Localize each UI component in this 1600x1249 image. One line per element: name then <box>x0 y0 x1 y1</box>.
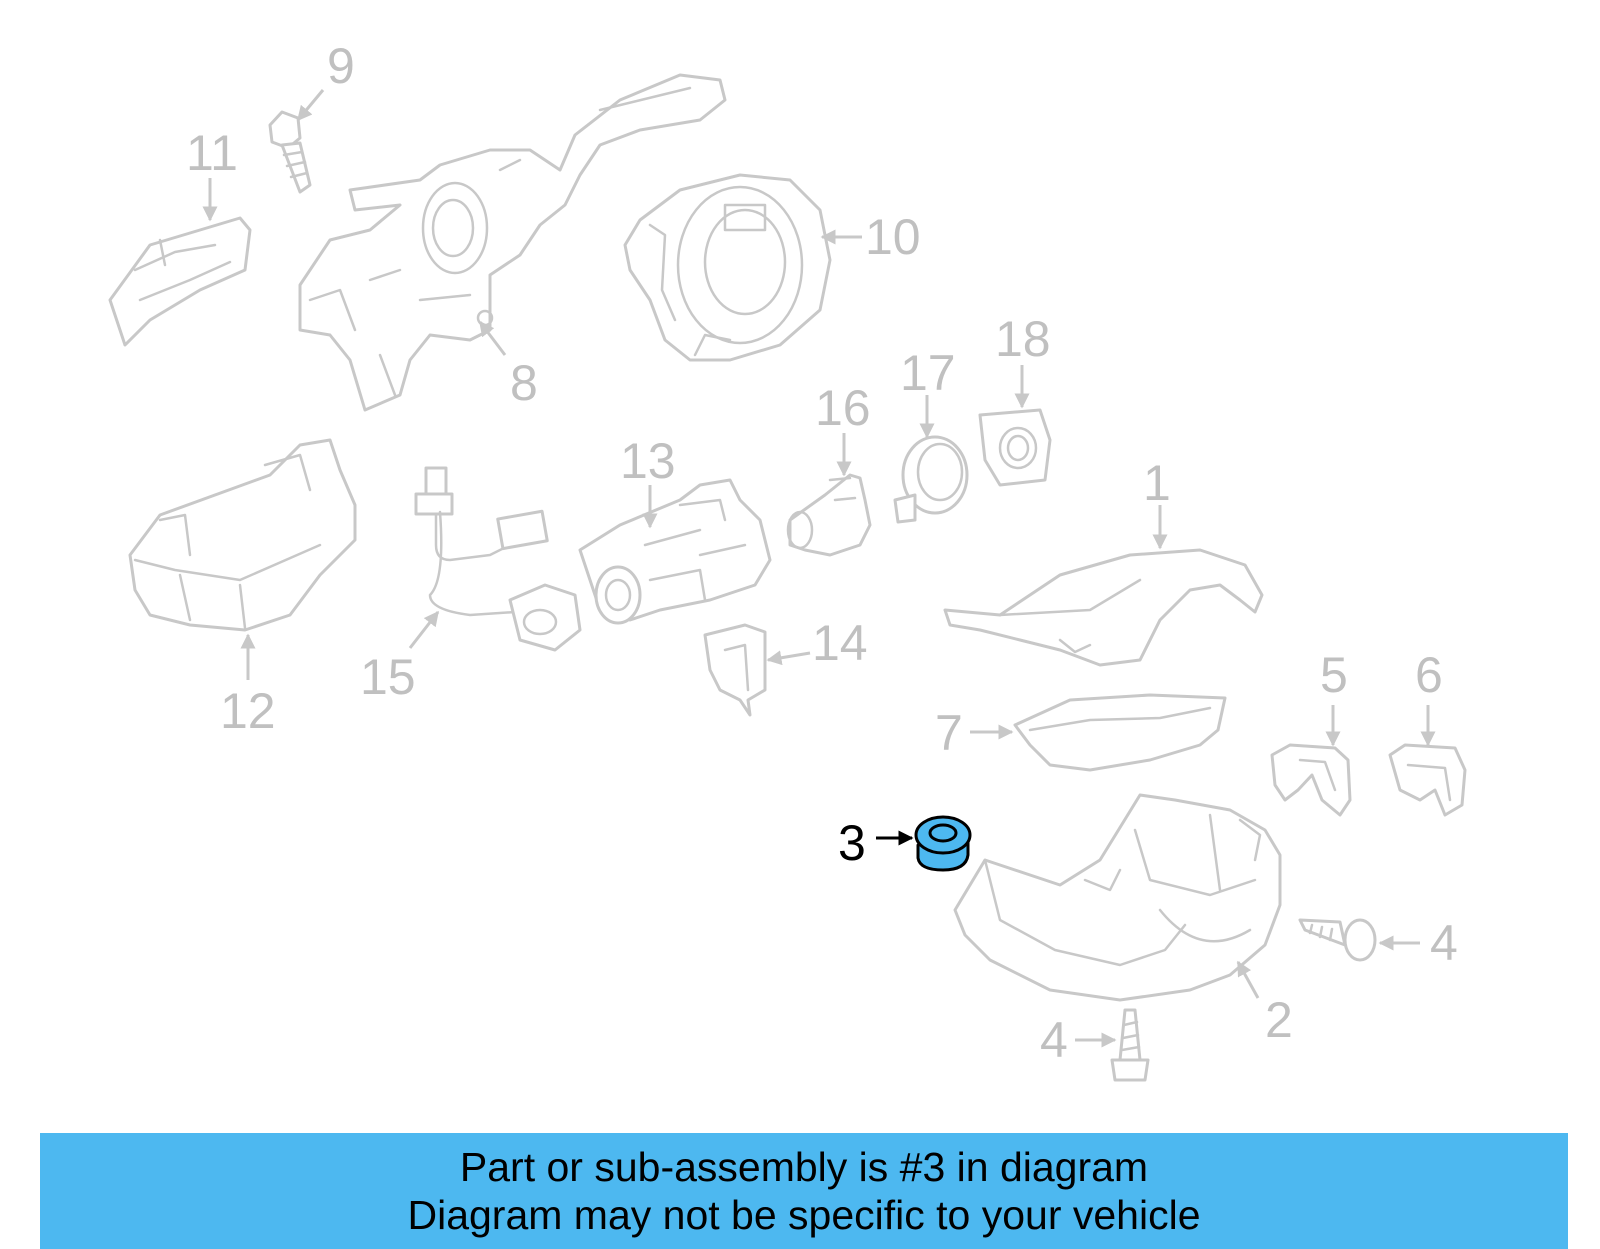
callout-11: 11 <box>186 125 238 181</box>
callout-13: 13 <box>620 433 676 489</box>
callout-16: 16 <box>815 380 871 436</box>
callout-1: 1 <box>1143 455 1171 511</box>
callout-6: 6 <box>1415 647 1443 703</box>
part-4-screw-right <box>1298 918 1377 962</box>
part-1-upper-cover <box>943 548 1264 667</box>
part-8-combination-switch <box>298 73 727 412</box>
callout-12: 12 <box>220 683 276 739</box>
part-7-trim-panel <box>1013 693 1227 772</box>
part-13-lock-housing <box>578 478 772 625</box>
callout-4-right: 4 <box>1430 915 1458 971</box>
part-4-screw-bottom <box>1110 1008 1150 1082</box>
leader-lines <box>202 89 1436 1048</box>
callout-9: 9 <box>327 38 355 94</box>
banner-line-disclaimer: Diagram may not be specific to your vehi… <box>407 1192 1201 1238</box>
info-banner: Part or sub-assembly is #3 in diagram Di… <box>40 1133 1568 1249</box>
part-9-screw <box>268 110 312 194</box>
callout-8: 8 <box>510 355 538 411</box>
part-12-housing <box>128 438 357 632</box>
part-5-clip <box>1270 743 1352 817</box>
part-14-bracket <box>703 623 767 717</box>
callout-17: 17 <box>900 345 956 401</box>
callout-3-highlighted: 3 <box>838 815 866 871</box>
part-10-clock-spring <box>623 173 832 362</box>
part-11-bracket <box>108 216 252 347</box>
callout-7: 7 <box>935 705 963 761</box>
banner-line-part-info: Part or sub-assembly is #3 in diagram <box>459 1144 1149 1190</box>
callout-4-bottom: 4 <box>1040 1012 1068 1068</box>
part-15-wiring-harness <box>414 466 582 652</box>
callout-15: 15 <box>360 649 416 705</box>
callout-5: 5 <box>1320 647 1348 703</box>
part-16-lock-cylinder <box>786 473 872 557</box>
callout-18: 18 <box>995 311 1051 367</box>
part-6-clip <box>1388 743 1467 817</box>
part-3-grommet-highlighted <box>914 815 972 872</box>
callout-14: 14 <box>812 615 868 671</box>
part-18-cover <box>978 408 1052 487</box>
part-2-lower-cover <box>953 793 1282 1002</box>
part-17-ring <box>893 435 969 524</box>
callout-10: 10 <box>865 209 921 265</box>
callout-2: 2 <box>1265 992 1293 1048</box>
